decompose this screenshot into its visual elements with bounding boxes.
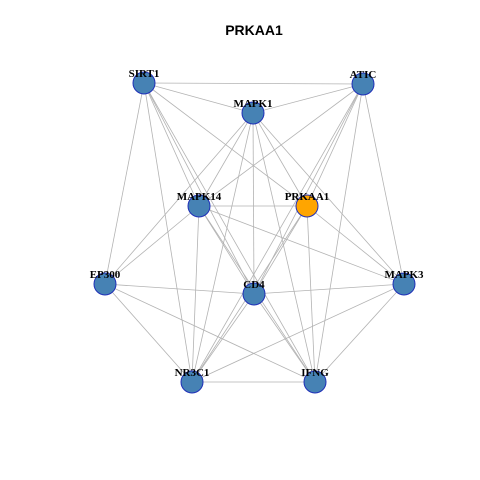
edge-mapk3-ifng (314, 283, 405, 383)
edge-atic-ifng (314, 83, 364, 383)
edge-mapk1-mapk14 (198, 112, 254, 207)
edge-cd4-mapk3 (253, 283, 405, 295)
edge-mapk1-ifng (252, 112, 316, 383)
edge-sirt1-cd4 (143, 82, 255, 295)
node-circle-mapk14[interactable] (187, 194, 211, 218)
node-sirt1[interactable]: SIRT1 (129, 68, 160, 95)
edge-sirt1-nr3c1 (143, 82, 193, 383)
edge-atic-mapk3 (362, 83, 405, 285)
node-circle-nr3c1[interactable] (180, 370, 204, 394)
node-circle-prkaa1[interactable] (295, 194, 319, 218)
edge-atic-nr3c1 (191, 83, 364, 383)
edge-sirt1-atic (143, 82, 364, 85)
edge-mapk1-mapk3 (252, 112, 405, 285)
edge-mapk14-ep300 (104, 205, 200, 285)
edge-ep300-nr3c1 (104, 283, 193, 383)
edge-mapk14-mapk3 (198, 205, 405, 285)
node-label-mapk1: MAPK1 (233, 98, 272, 110)
edge-mapk1-nr3c1 (191, 112, 254, 383)
node-label-mapk14: MAPK14 (177, 191, 222, 203)
edge-prkaa1-ifng (306, 205, 316, 383)
figure-title: PRKAA1 (225, 22, 283, 38)
edge-atic-mapk1 (252, 83, 364, 114)
edge-ep300-ifng (104, 283, 316, 383)
node-nr3c1[interactable]: NR3C1 (175, 367, 210, 394)
edge-sirt1-ep300 (104, 82, 145, 285)
edges-layer (104, 82, 405, 383)
node-circle-ifng[interactable] (303, 370, 327, 394)
edge-mapk3-nr3c1 (191, 283, 405, 383)
node-mapk3[interactable]: MAPK3 (384, 269, 424, 296)
node-prkaa1[interactable]: PRKAA1 (285, 191, 330, 218)
edge-sirt1-mapk14 (143, 82, 200, 207)
edge-mapk1-ep300 (104, 112, 254, 285)
edge-sirt1-ifng (143, 82, 316, 383)
node-ifng[interactable]: IFNG (301, 367, 329, 394)
edge-cd4-nr3c1 (191, 293, 255, 383)
node-circle-mapk1[interactable] (241, 101, 265, 125)
node-label-ifng: IFNG (301, 367, 329, 379)
node-circle-sirt1[interactable] (132, 71, 156, 95)
edge-ep300-cd4 (104, 283, 255, 295)
node-label-atic: ATIC (350, 69, 377, 81)
edge-mapk1-cd4 (252, 112, 255, 295)
node-circle-mapk3[interactable] (392, 272, 416, 296)
edge-cd4-ifng (253, 293, 316, 383)
node-ep300[interactable]: EP300 (90, 269, 121, 296)
node-label-sirt1: SIRT1 (129, 68, 160, 80)
node-cd4[interactable]: CD4 (242, 279, 266, 306)
node-mapk14[interactable]: MAPK14 (177, 191, 222, 218)
node-label-ep300: EP300 (90, 269, 121, 281)
edge-atic-prkaa1 (306, 83, 364, 207)
edge-prkaa1-mapk3 (306, 205, 405, 285)
node-circle-ep300[interactable] (93, 272, 117, 296)
edge-prkaa1-cd4 (253, 205, 308, 295)
node-label-mapk3: MAPK3 (384, 269, 424, 281)
node-circle-cd4[interactable] (242, 282, 266, 306)
edge-sirt1-mapk1 (143, 82, 254, 114)
node-circle-atic[interactable] (351, 72, 375, 96)
edge-mapk1-prkaa1 (252, 112, 308, 207)
node-label-nr3c1: NR3C1 (175, 367, 210, 379)
edge-mapk14-cd4 (198, 205, 255, 295)
node-atic[interactable]: ATIC (350, 69, 377, 96)
edge-mapk14-nr3c1 (191, 205, 200, 383)
node-label-prkaa1: PRKAA1 (285, 191, 330, 203)
node-label-cd4: CD4 (243, 279, 265, 291)
node-mapk1[interactable]: MAPK1 (233, 98, 273, 125)
